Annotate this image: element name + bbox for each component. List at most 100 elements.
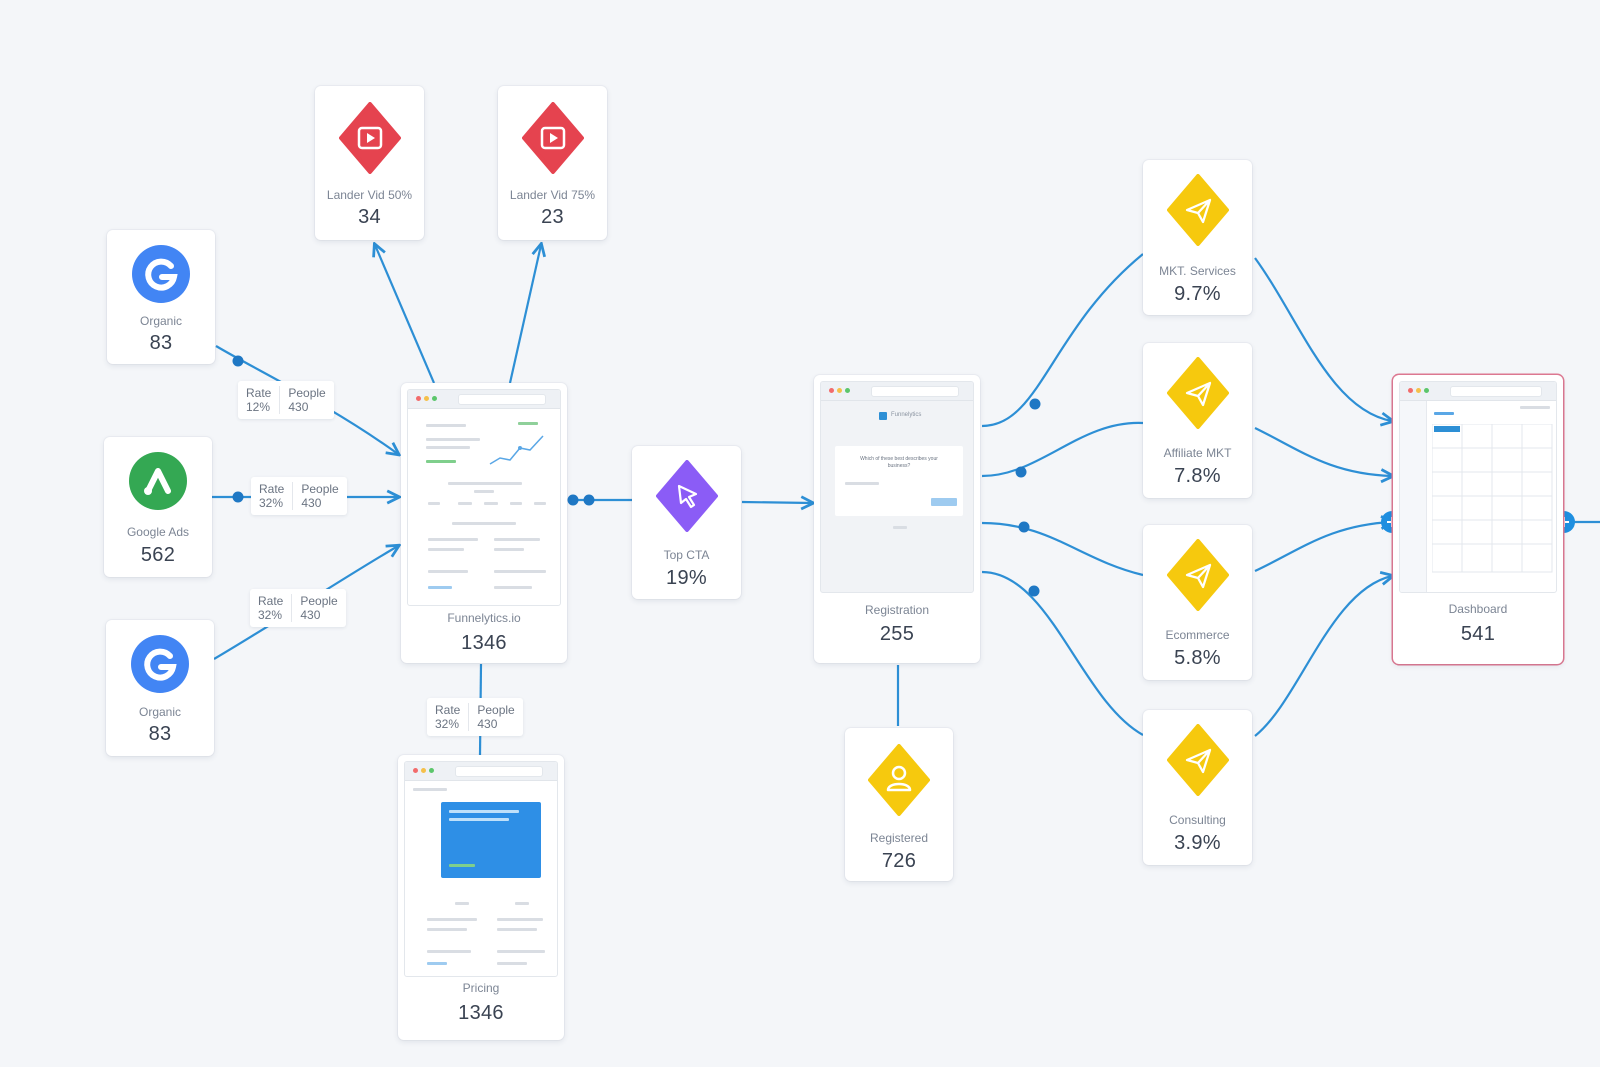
node-value: 1346 (461, 632, 507, 654)
people-value: 430 (301, 496, 322, 510)
node-registered[interactable]: Registered 726 (845, 728, 953, 881)
paper-plane-icon (1166, 724, 1229, 801)
link-funnelytics-to-lander-50 (375, 245, 436, 384)
node-dashboard-page[interactable]: Dashboard 541 (1393, 375, 1563, 664)
node-organic-top[interactable]: Organic 83 (107, 230, 215, 364)
people-label: People (288, 386, 326, 400)
connection-dot (232, 355, 244, 367)
node-value: 255 (879, 623, 915, 645)
node-value: 726 (881, 850, 917, 872)
node-top-cta[interactable]: Top CTA 19% (632, 446, 741, 599)
page-thumbnail: Funnelytics Which of these best describe… (820, 381, 974, 593)
node-label: Registered (869, 831, 929, 845)
page-thumbnail (404, 761, 558, 977)
play-video-icon (338, 102, 401, 179)
link-mkt-services-to-dashboard (1254, 257, 1392, 421)
rate-label: Rate (259, 482, 285, 496)
node-google-ads[interactable]: Google Ads 562 (104, 437, 212, 577)
node-label: Pricing (462, 981, 500, 995)
node-lander-vid-75[interactable]: Lander Vid 75% 23 (498, 86, 607, 240)
node-value: 19% (666, 567, 707, 589)
people-label: People (301, 482, 339, 496)
google-g-icon (131, 244, 191, 309)
paper-plane-icon (1166, 357, 1229, 434)
link-registration-to-mkt-services (981, 253, 1144, 428)
node-label: Top CTA (663, 548, 710, 562)
node-label: Consulting (1169, 813, 1226, 827)
connection-dot (232, 491, 244, 503)
node-value: 541 (1460, 623, 1496, 645)
node-mkt-services[interactable]: MKT. Services 9.7% (1143, 160, 1252, 315)
cursor-click-icon (655, 460, 718, 537)
node-label: Lander Vid 75% (509, 188, 596, 202)
node-label: Organic (139, 314, 183, 328)
browser-bar (821, 382, 973, 401)
preview-brand: Funnelytics (891, 412, 922, 418)
node-consulting[interactable]: Consulting 3.9% (1143, 710, 1252, 865)
rate-label: Rate (246, 386, 272, 400)
node-ecommerce[interactable]: Ecommerce 5.8% (1143, 525, 1252, 680)
link-registration-to-ecommerce (981, 521, 1144, 577)
rate-value: 32% (259, 496, 284, 510)
node-value: 9.7% (1174, 283, 1221, 305)
link-registration-to-affiliate-mkt (981, 421, 1144, 478)
node-pricing-page[interactable]: Pricing 1346 (398, 755, 564, 1040)
connection-dot (567, 494, 579, 506)
user-icon (868, 744, 930, 821)
node-lander-vid-50[interactable]: Lander Vid 50% 34 (315, 86, 424, 240)
google-ads-icon (128, 451, 188, 516)
link-affiliate-mkt-to-dashboard (1254, 427, 1392, 476)
google-g-icon (130, 634, 190, 699)
preview-question: Which of these best describes your busin… (860, 456, 938, 469)
dashboard-grid-preview (1432, 424, 1553, 573)
node-value: 83 (148, 723, 172, 745)
paper-plane-icon (1166, 174, 1229, 251)
node-registration-page[interactable]: Funnelytics Which of these best describe… (814, 375, 980, 663)
node-value: 5.8% (1174, 647, 1221, 669)
people-value: 430 (300, 608, 321, 622)
node-label: Registration (864, 603, 930, 617)
rate-value: 32% (435, 717, 460, 731)
rate-value: 12% (246, 400, 271, 414)
people-label: People (477, 703, 515, 717)
connection-dot (1018, 521, 1030, 533)
people-value: 430 (288, 400, 309, 414)
connection-dot (1029, 398, 1041, 410)
node-organic-bottom[interactable]: Organic 83 (106, 620, 214, 756)
browser-bar (408, 390, 560, 409)
node-value: 7.8% (1174, 465, 1221, 487)
connection-dot (1015, 466, 1027, 478)
node-label: Funnelytics.io (447, 611, 521, 625)
page-thumbnail (1399, 381, 1557, 593)
rate-value: 32% (258, 608, 283, 622)
link-consulting-to-dashboard (1254, 576, 1392, 737)
node-value: 34 (358, 206, 381, 228)
link-top-cta-to-registration (741, 502, 812, 503)
page-thumbnail (407, 389, 561, 606)
node-value: 23 (541, 206, 564, 228)
node-funnelytics-page[interactable]: Funnelytics.io 1346 (401, 383, 567, 663)
node-affiliate-mkt[interactable]: Affiliate MKT 7.8% (1143, 343, 1252, 498)
node-value: 1346 (458, 1002, 504, 1024)
node-label: Lander Vid 50% (326, 188, 413, 202)
node-label: Ecommerce (1165, 628, 1230, 642)
node-label: Google Ads (126, 525, 190, 539)
people-value: 430 (477, 717, 498, 731)
rate-label: Rate (435, 703, 461, 717)
rate-label: Rate (258, 594, 284, 608)
node-value: 83 (149, 332, 173, 354)
node-label: Dashboard (1448, 602, 1508, 616)
people-label: People (300, 594, 338, 608)
node-label: MKT. Services (1159, 264, 1236, 278)
play-video-icon (521, 102, 584, 179)
link-registration-to-consulting (981, 570, 1144, 736)
node-value: 562 (140, 544, 176, 566)
link-ecommerce-to-dashboard (1254, 522, 1392, 572)
node-value: 3.9% (1174, 832, 1221, 854)
connection-dot (583, 494, 595, 506)
